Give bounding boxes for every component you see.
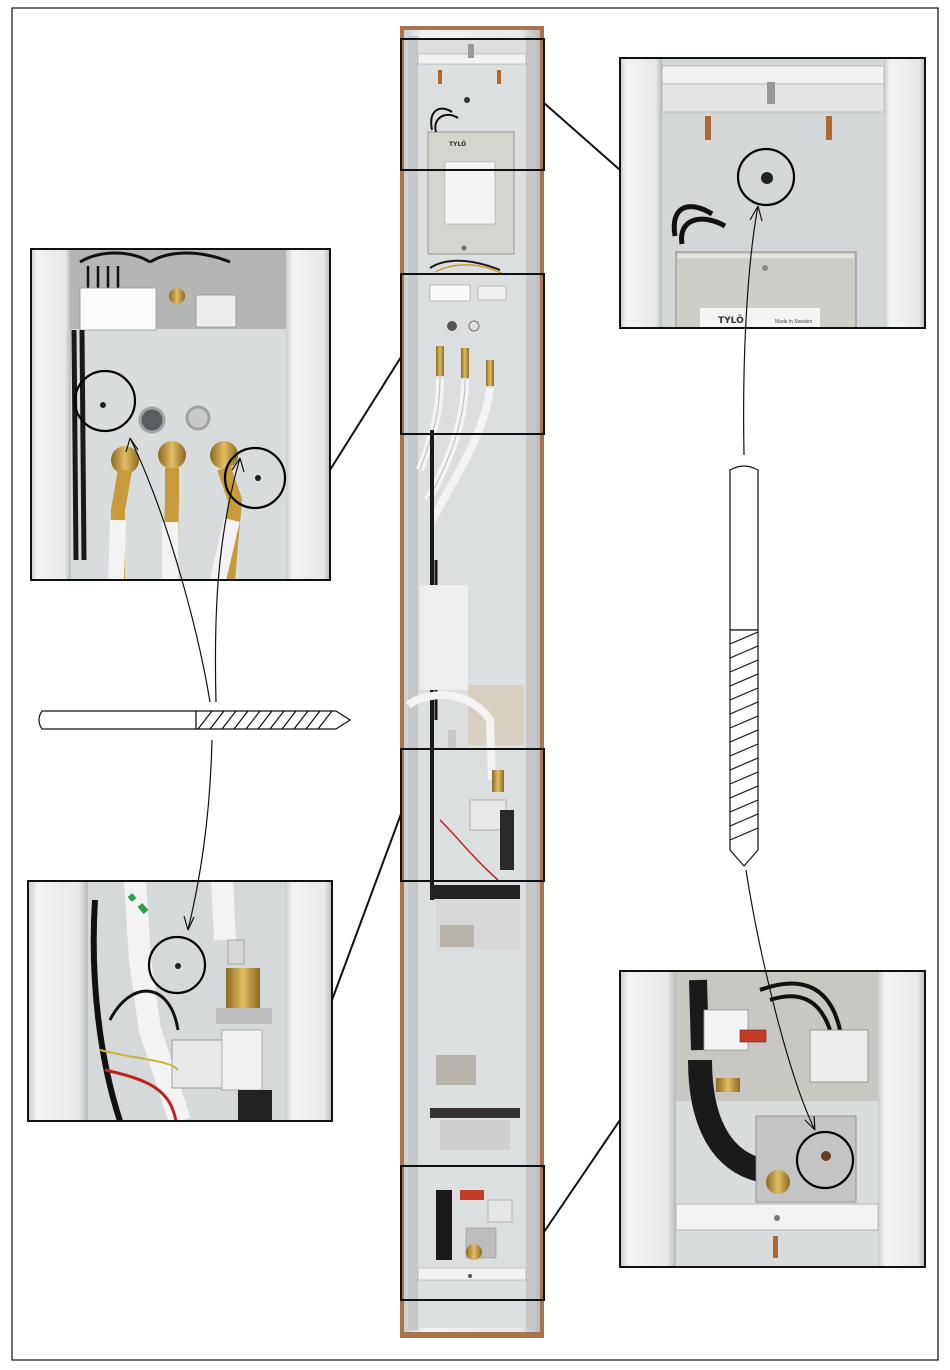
- vertical-screw-icon: [730, 466, 758, 866]
- leader-bottom-right: [544, 1120, 620, 1232]
- steam-generator-cabinet: TYLÖ: [400, 26, 544, 1338]
- control-box-brand-mark: TYLÖ: [449, 141, 466, 148]
- callout-left-upper: [31, 249, 330, 580]
- callout-top-right: TYLÖ Made in Sweden: [620, 58, 925, 332]
- callout-left-lower: [28, 881, 332, 1121]
- leader-top-right: [544, 103, 620, 170]
- control-box-brand-label: TYLÖ: [718, 315, 744, 326]
- leader-left-upper: [330, 357, 401, 470]
- leader-left-lower: [332, 814, 401, 1000]
- made-in-label: Made in Sweden: [775, 319, 812, 325]
- horizontal-screw-icon: [39, 711, 350, 729]
- callout-bottom-right: [620, 971, 925, 1267]
